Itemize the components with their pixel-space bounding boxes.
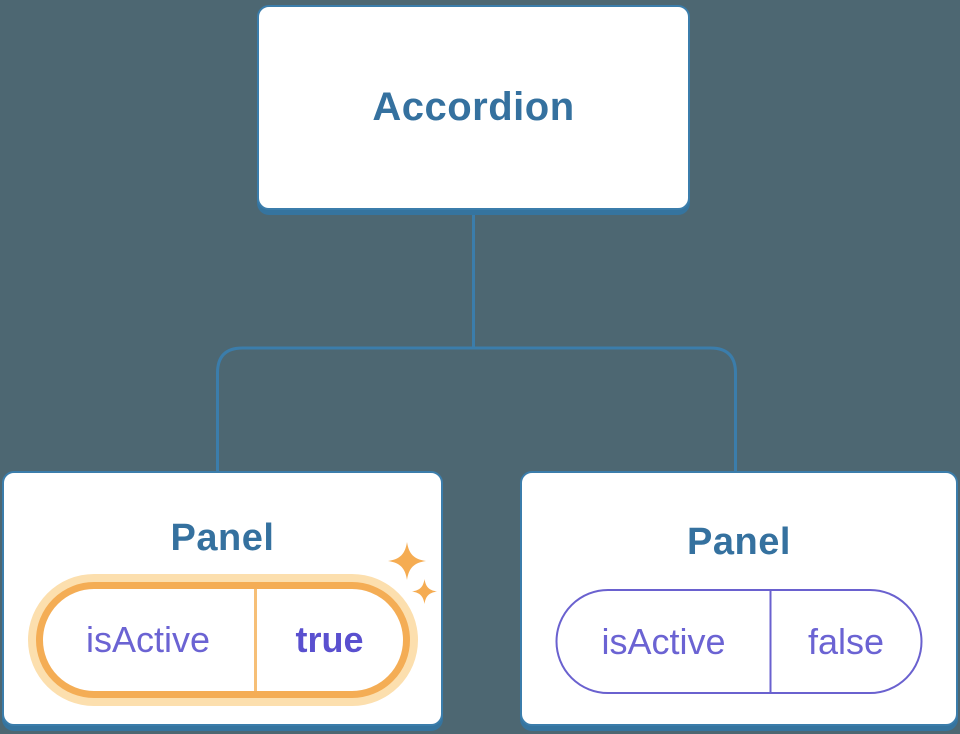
panel-node-active: Panel isActive true	[2, 471, 443, 726]
panel-node-inactive: Panel isActive false	[520, 471, 958, 726]
accordion-node-label: Accordion	[372, 85, 575, 129]
branch-bracket-line	[216, 346, 737, 472]
state-key: isActive	[85, 619, 211, 660]
accordion-node: Accordion	[257, 5, 690, 210]
state-pill-active: isActive true	[35, 582, 410, 698]
sparkle-icon	[412, 579, 437, 604]
panel-title: Panel	[687, 521, 791, 563]
active-state-glow: isActive true	[27, 574, 418, 706]
state-pill-inactive: isActive false	[555, 589, 923, 694]
state-key: isActive	[558, 591, 772, 692]
state-value: true	[295, 619, 364, 660]
pill-divider	[253, 589, 257, 691]
panel-title: Panel	[170, 517, 275, 559]
state-value: false	[807, 620, 885, 662]
